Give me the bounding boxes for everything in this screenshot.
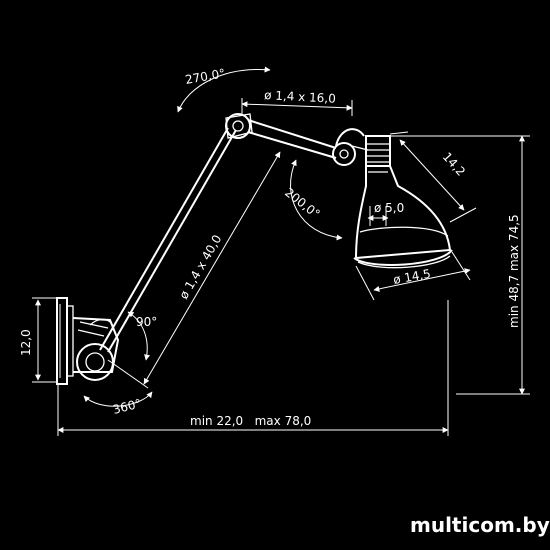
lower-arm-label: ø 1,4 x 40,0 — [176, 232, 224, 301]
dimension-lines — [32, 66, 530, 436]
arm-rotation-arc — [177, 66, 271, 113]
lower-arm-dim-line — [143, 151, 281, 385]
base-rotation-label: 360° — [111, 396, 142, 417]
socket-label: ø 5,0 — [374, 201, 404, 215]
base-joint — [72, 317, 120, 381]
upper-arm-label: ø 1,4 x 16,0 — [264, 88, 336, 106]
upper-arm-dim-line — [241, 101, 353, 111]
reach-label: min 22,0 max 78,0 — [190, 414, 311, 428]
base-angle-arc — [127, 311, 150, 361]
arm-rotation-label: 270,0° — [184, 66, 226, 87]
shade-diameter-label: ø 14,5 — [392, 267, 432, 287]
shade-depth-dim-line — [399, 139, 465, 211]
shade-diameter-dim-line — [373, 268, 471, 292]
base-rotation-arc — [83, 391, 153, 407]
shade-depth-label: 14,2 — [440, 150, 468, 179]
shade-socket — [365, 135, 391, 167]
watermark: multicom.by — [410, 513, 550, 537]
shade-joint — [332, 128, 369, 166]
shade-tilt-label: 200,0° — [282, 185, 322, 221]
elbow-joint — [225, 113, 253, 139]
wall-plate — [56, 297, 74, 385]
shade-tilt-arc — [290, 159, 343, 241]
base-height-label: 12,0 — [19, 329, 33, 356]
lamp-drawing — [56, 113, 453, 385]
upper-arm — [247, 119, 337, 159]
height-label: min 48,7 max 74,5 — [507, 214, 521, 328]
dimension-labels: 270,0° ø 1,4 x 16,0 14,2 200,0° ø 5,0 mi… — [19, 66, 521, 428]
base-angle-label: 90° — [136, 315, 157, 329]
